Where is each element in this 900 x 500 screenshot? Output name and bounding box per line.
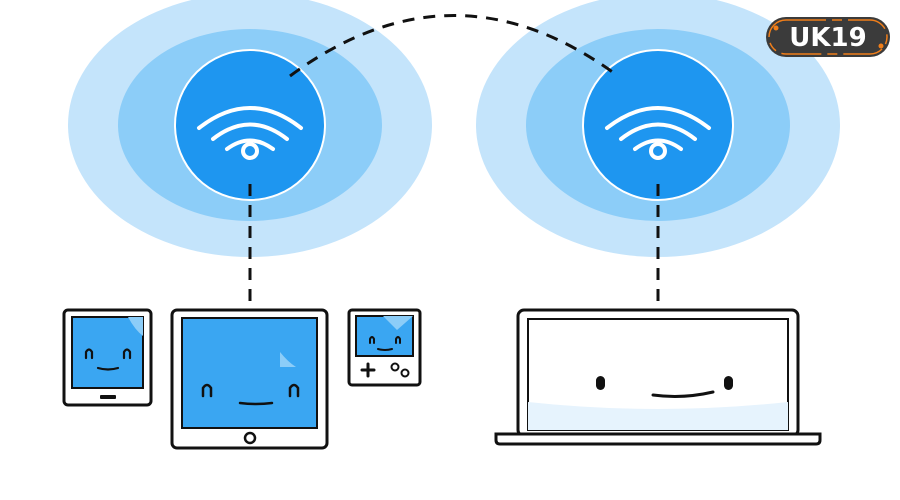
face bbox=[369, 336, 401, 351]
phone-screen bbox=[71, 316, 144, 389]
logo-badge bbox=[766, 17, 890, 57]
phone bbox=[62, 308, 153, 407]
face bbox=[84, 348, 132, 371]
tablet-home-button bbox=[243, 431, 257, 445]
laptop bbox=[494, 308, 822, 446]
tablet-screen bbox=[181, 317, 318, 429]
wifi-icon bbox=[197, 106, 303, 160]
handheld-console bbox=[347, 308, 422, 387]
action-buttons-icon bbox=[390, 362, 410, 378]
wifi-icon bbox=[605, 106, 711, 160]
phone-button bbox=[100, 395, 116, 399]
brand-logo: UK19 bbox=[766, 17, 890, 57]
hotspot-link-arc bbox=[289, 14, 619, 78]
face bbox=[596, 376, 733, 398]
connection-lines bbox=[248, 14, 660, 310]
dpad-icon bbox=[360, 362, 376, 378]
laptop-base bbox=[494, 432, 822, 446]
face bbox=[201, 383, 300, 406]
tablet bbox=[170, 308, 329, 450]
logo-text: UK19 bbox=[789, 23, 866, 53]
wifi-hotspot-right bbox=[476, 0, 840, 257]
wifi-hotspot-left bbox=[68, 0, 432, 257]
